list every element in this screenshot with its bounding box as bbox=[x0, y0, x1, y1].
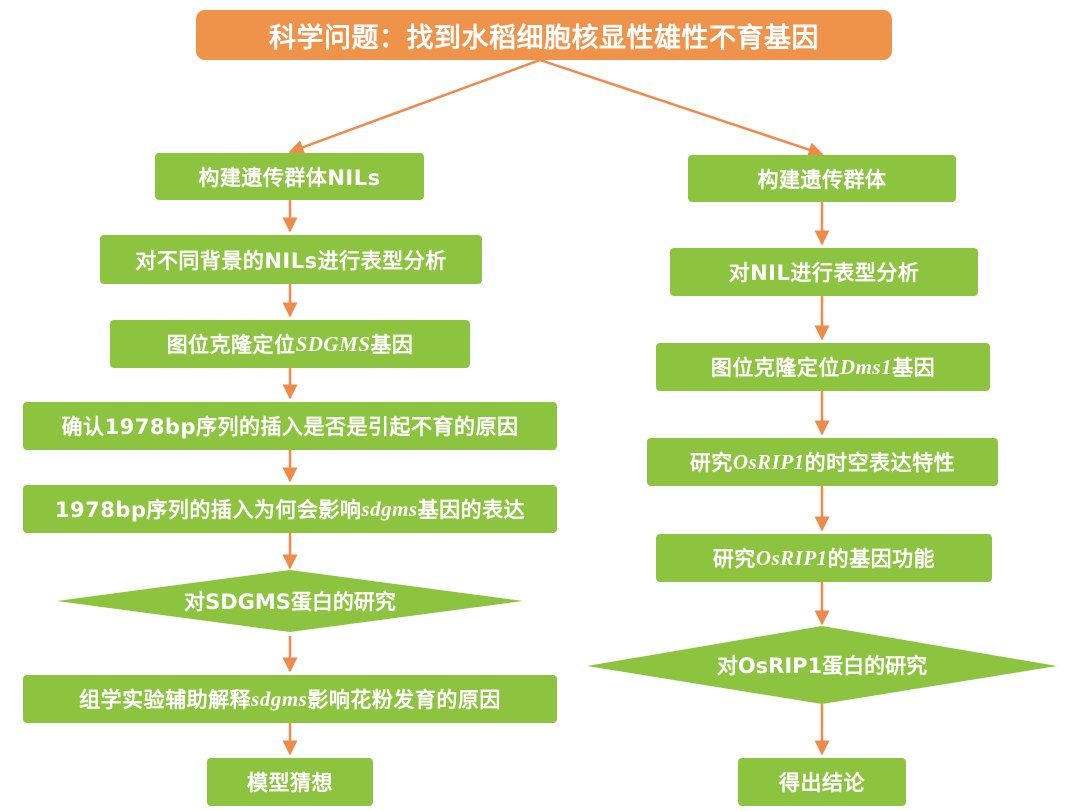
left-step-3-gene: SDGMS bbox=[295, 331, 371, 356]
right-step-3-gene: Dms1 bbox=[839, 354, 893, 379]
right-step-7-text: 得出结论 bbox=[779, 771, 865, 795]
left-step-5-post: 基因的表达 bbox=[417, 498, 526, 522]
left-step-6-text: 对SDGMS蛋白的研究 bbox=[184, 590, 396, 614]
title-text: 科学问题：找到水稻细胞核显性雄性不育基因 bbox=[269, 22, 819, 54]
title-box: 科学问题：找到水稻细胞核显性雄性不育基因 bbox=[196, 10, 892, 60]
right-step-1-text: 构建遗传群体 bbox=[757, 167, 887, 192]
right-step-6-text: 对OsRIP1蛋白的研究 bbox=[716, 654, 928, 678]
left-step-1: 构建遗传群体NILs bbox=[155, 153, 424, 200]
left-step-7-pre: 组学实验辅助解释 bbox=[79, 688, 252, 712]
right-step-5-gene: OsRIP1 bbox=[755, 545, 828, 570]
right-step-2-text: 对NIL进行表型分析 bbox=[728, 261, 920, 285]
right-step-7: 得出结论 bbox=[738, 758, 906, 806]
left-step-7-post: 影响花粉发育的原因 bbox=[307, 688, 501, 712]
left-step-4-text: 确认1978bp序列的插入是否是引起不育的原因 bbox=[61, 415, 519, 439]
left-step-4: 确认1978bp序列的插入是否是引起不育的原因 bbox=[23, 402, 557, 450]
left-diamond-shape bbox=[57, 570, 523, 632]
left-step-3-post: 基因 bbox=[370, 333, 414, 357]
right-step-4-gene: OsRIP1 bbox=[732, 449, 805, 474]
left-step-1-text: 构建遗传群体NILs bbox=[198, 165, 381, 190]
right-step-3-post: 基因 bbox=[892, 356, 936, 380]
right-step-5-post: 的基因功能 bbox=[827, 547, 936, 571]
left-step-8-text: 模型猜想 bbox=[247, 771, 333, 795]
right-step-2: 对NIL进行表型分析 bbox=[670, 248, 978, 296]
right-diamond-shape bbox=[587, 626, 1057, 704]
right-step-4-pre: 研究 bbox=[689, 451, 733, 475]
arrow-title-to-left bbox=[288, 58, 541, 155]
right-step-1: 构建遗传群体 bbox=[688, 155, 956, 202]
left-step-3-pre: 图位克隆定位 bbox=[166, 333, 296, 357]
right-step-3-pre: 图位克隆定位 bbox=[710, 356, 840, 380]
left-step-2: 对不同背景的NILs进行表型分析 bbox=[100, 235, 482, 284]
left-step-8: 模型猜想 bbox=[207, 758, 373, 806]
left-step-5-pre: 1978bp序列的插入为何会影响 bbox=[54, 498, 362, 522]
arrow-title-to-right bbox=[539, 58, 824, 157]
left-step-5-gene: sdgms bbox=[361, 496, 418, 521]
left-step-6-label: 对SDGMS蛋白的研究 bbox=[57, 570, 523, 632]
left-step-2-text: 对不同背景的NILs进行表型分析 bbox=[135, 248, 447, 273]
right-step-5-pre: 研究 bbox=[712, 547, 756, 571]
right-step-4-post: 的时空表达特性 bbox=[804, 451, 956, 475]
right-step-6-label: 对OsRIP1蛋白的研究 bbox=[587, 626, 1057, 704]
left-step-7-gene: sdgms bbox=[251, 686, 308, 711]
